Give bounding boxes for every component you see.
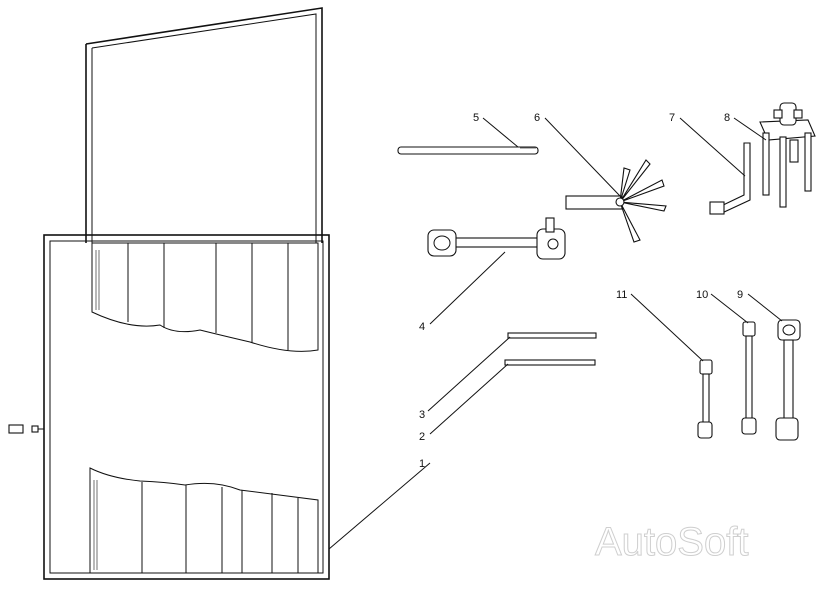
tool-8-puller <box>759 102 816 208</box>
callout-1: 1 <box>419 458 425 470</box>
callout-4: 4 <box>419 321 425 333</box>
tool-10-socket-wrench <box>741 321 757 435</box>
tool-3-bar <box>507 332 597 339</box>
callout-2: 2 <box>419 431 425 443</box>
tool-roll-bag <box>8 7 330 580</box>
callout-10: 10 <box>696 289 708 301</box>
watermark: AutoSoft <box>595 520 748 564</box>
tool-11-socket-wrench <box>697 359 713 439</box>
callout-labels: 1 2 3 4 5 6 7 8 9 10 11 <box>419 112 743 470</box>
callout-5: 5 <box>473 112 479 124</box>
tool-9-socket-wrench <box>775 319 801 441</box>
callout-9: 9 <box>737 289 743 301</box>
tool-6-feeler-gauge <box>565 159 667 243</box>
tool-7-hex-key <box>709 142 751 215</box>
callout-6: 6 <box>534 112 540 124</box>
tool-2-bar <box>504 359 596 366</box>
tool-4-box-wrench <box>427 217 566 260</box>
callout-11: 11 <box>616 289 627 301</box>
callout-3: 3 <box>419 409 425 421</box>
tool-5-rod <box>397 146 539 155</box>
callout-7: 7 <box>669 112 675 124</box>
callout-8: 8 <box>724 112 730 124</box>
leader-lines <box>328 117 783 550</box>
